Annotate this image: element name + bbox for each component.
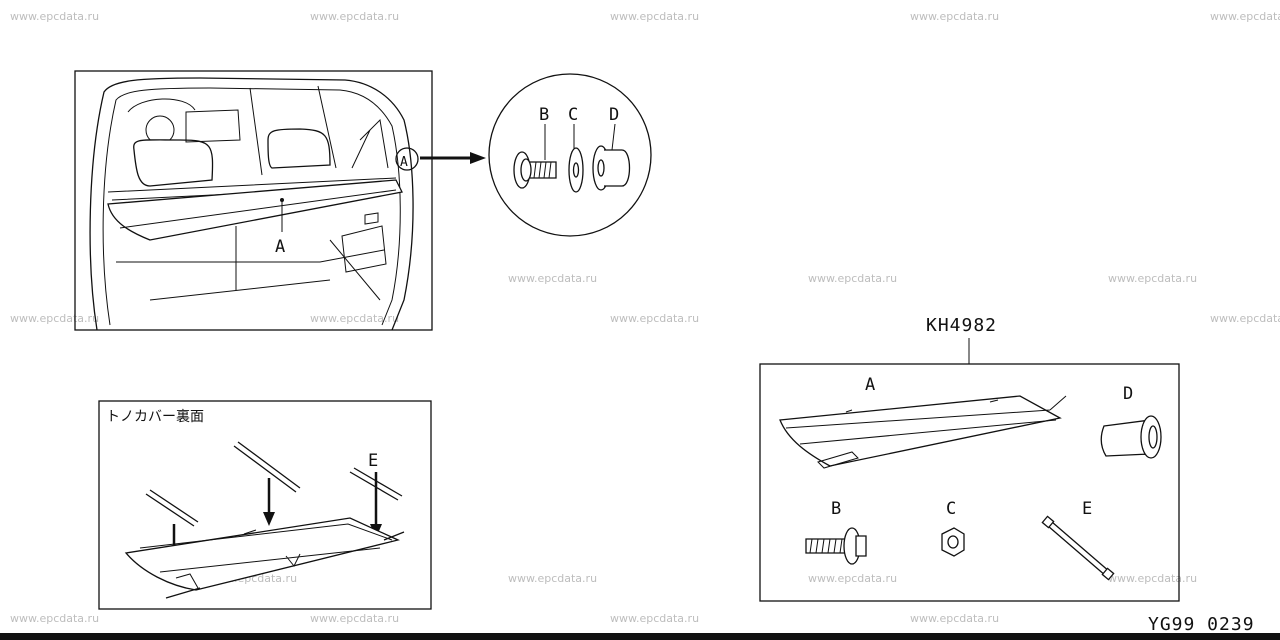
- washer-c-hole: [572, 162, 580, 178]
- kit-part-d-body: [1100, 419, 1151, 457]
- kit-label-e: E: [1082, 499, 1092, 519]
- kit-part-e-end-top: [1041, 515, 1055, 529]
- kit-part-e-rod: [1047, 521, 1111, 577]
- rod-right: [349, 467, 403, 501]
- bottom-bar: [0, 633, 1280, 640]
- steering-wheel: [127, 98, 196, 113]
- cover-clips: [175, 529, 301, 589]
- watermark: www.epcdata.ru: [1210, 312, 1280, 325]
- kit-part-c-washer: [941, 527, 965, 557]
- kit-code: KH4982: [926, 315, 997, 336]
- footer-code: YG99 0239: [1148, 614, 1255, 635]
- tonneau-underside-panel: トノカバー裏面 E: [98, 400, 432, 610]
- kit-part-a-clips: [817, 399, 999, 469]
- kit-part-e-end-bottom: [1101, 567, 1115, 581]
- cover-rod-ends: [165, 531, 405, 599]
- cargo-interior-panel: A A: [74, 70, 433, 331]
- interior-frame: [74, 70, 433, 331]
- tonneau-cover-edge: [119, 189, 397, 229]
- cover-board-underside: [124, 517, 400, 591]
- washer-c: [568, 147, 584, 193]
- watermark: www.epcdata.ru: [1108, 272, 1197, 285]
- body-inner-outline: [102, 87, 401, 326]
- rod-top: [233, 441, 301, 493]
- arrow-head: [470, 152, 486, 164]
- kit-label-d: D: [1123, 384, 1133, 404]
- window-pillars: [249, 85, 337, 176]
- kit-part-d-hole: [1148, 425, 1158, 449]
- bolt-b-head: [520, 158, 532, 182]
- cover-board-ribs: [139, 523, 393, 573]
- callout-label-b: B: [539, 105, 549, 125]
- watermark: www.epcdata.ru: [310, 612, 399, 625]
- detail-circle: [488, 73, 652, 237]
- side-trim: [341, 212, 387, 273]
- kit-label-b: B: [831, 499, 841, 519]
- callout-marker-circle: [395, 147, 419, 171]
- bolt-b-shaft: [530, 161, 557, 179]
- underside-label-e: E: [368, 451, 378, 471]
- kit-part-b-thread: [809, 538, 843, 554]
- watermark: www.epcdata.ru: [310, 10, 399, 23]
- watermark: www.epcdata.ru: [10, 10, 99, 23]
- callout-label-d: D: [609, 105, 619, 125]
- underside-title: トノカバー裏面: [106, 408, 204, 425]
- front-seat: [185, 109, 241, 143]
- watermark: www.epcdata.ru: [508, 572, 597, 585]
- watermark: www.epcdata.ru: [310, 312, 399, 325]
- watermark: www.epcdata.ru: [910, 612, 999, 625]
- kit-part-b-head: [855, 535, 867, 557]
- callout-marker-letter: A: [400, 155, 408, 170]
- bolt-b-thread: [533, 161, 552, 179]
- underside-frame: [98, 400, 432, 610]
- kit-part-a-cover: [779, 395, 1062, 467]
- watermark: www.epcdata.ru: [610, 10, 699, 23]
- headrest-left: [133, 139, 214, 187]
- watermark: www.epcdata.ru: [910, 10, 999, 23]
- kit-frame: [759, 363, 1180, 602]
- detail-arrow: [420, 152, 486, 164]
- kit-label-a: A: [865, 375, 875, 395]
- tonneau-cover: [107, 179, 403, 241]
- leader-d: [611, 123, 616, 151]
- watermark: www.epcdata.ru: [10, 612, 99, 625]
- cargo-floor-lines: [116, 226, 385, 301]
- interior-label-a: A: [275, 237, 285, 257]
- callout-label-c: C: [568, 105, 578, 125]
- kit-label-c: C: [946, 499, 956, 519]
- watermark: www.epcdata.ru: [808, 572, 897, 585]
- watermark-layer: www.epcdata.ru www.epcdata.ru www.epcdat…: [10, 10, 1280, 625]
- watermark: www.epcdata.ru: [610, 312, 699, 325]
- headrest-right: [267, 128, 331, 169]
- rod-left: [145, 489, 199, 527]
- kit-panel: KH4982 A D B C E: [759, 315, 1180, 602]
- watermark: www.epcdata.ru: [1210, 10, 1280, 23]
- body-opening-outline: [89, 77, 414, 331]
- kit-part-a-edges: [785, 395, 1067, 445]
- arrow-down-mid-head: [263, 512, 275, 526]
- watermark: www.epcdata.ru: [808, 272, 897, 285]
- grommet-d-hole: [597, 159, 605, 177]
- watermark: www.epcdata.ru: [508, 272, 597, 285]
- watermark: www.epcdata.ru: [1108, 572, 1197, 585]
- fastener-detail-callout: B C D: [488, 73, 652, 237]
- watermark: www.epcdata.ru: [10, 312, 99, 325]
- kit-part-d-flange: [1140, 415, 1162, 459]
- kit-part-c-hole: [947, 535, 959, 549]
- rear-pillar: [351, 118, 389, 169]
- watermark: www.epcdata.ru: [610, 612, 699, 625]
- grommet-d-body: [604, 149, 631, 187]
